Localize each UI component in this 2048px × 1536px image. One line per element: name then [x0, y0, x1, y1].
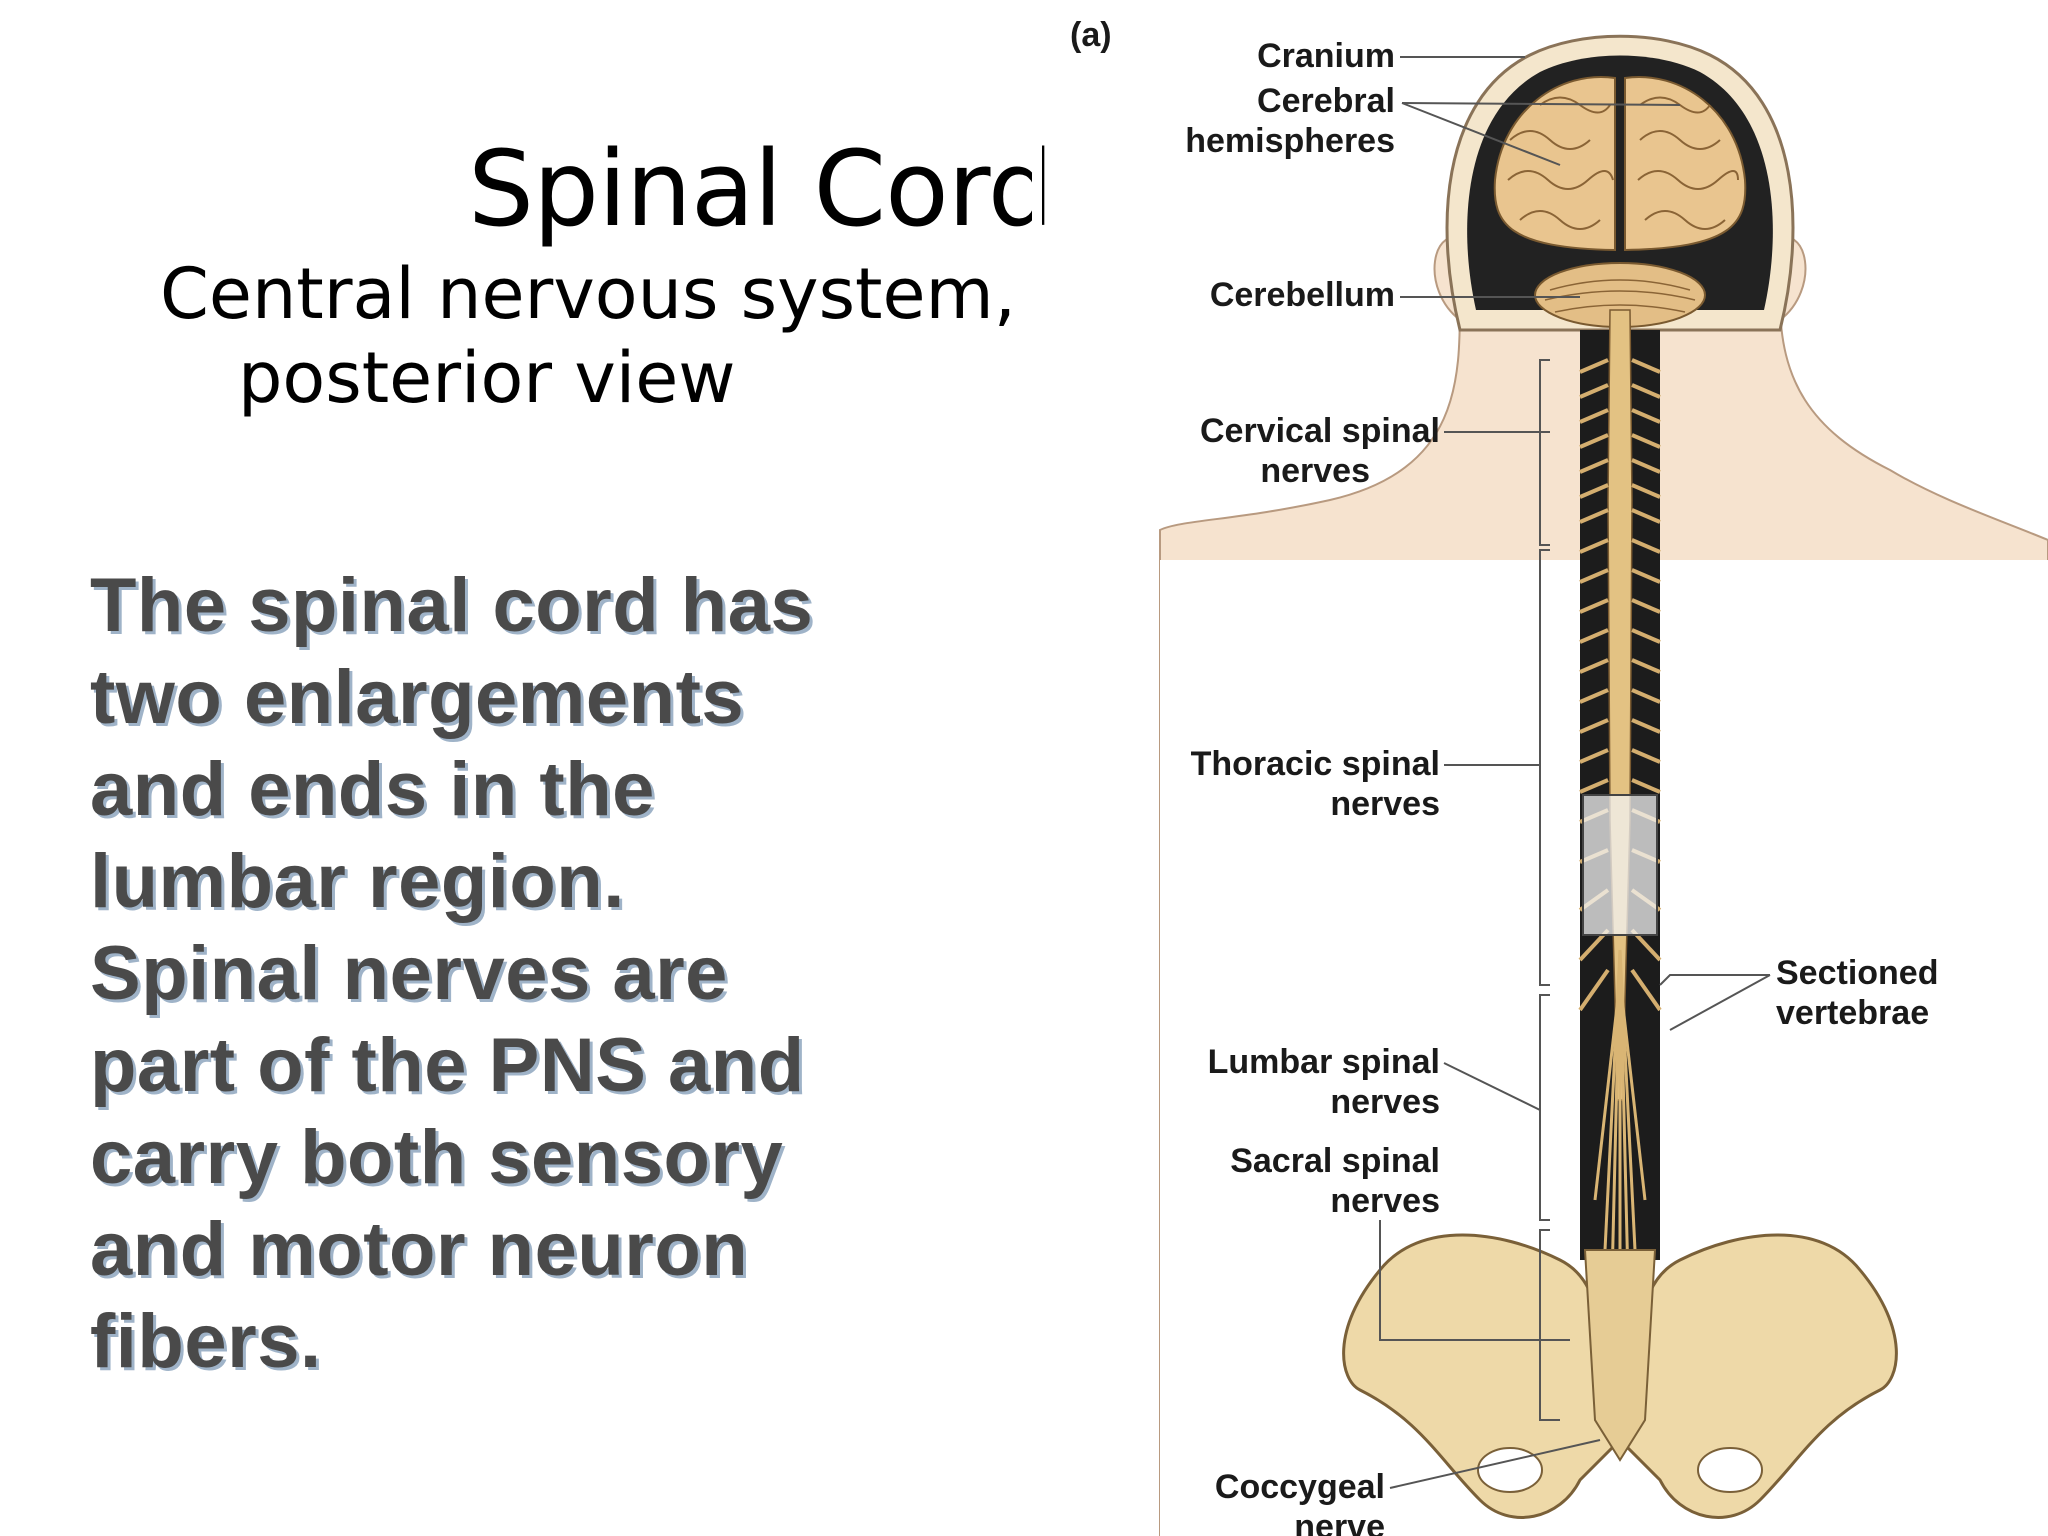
- body-line: and motor neuron: [90, 1207, 749, 1292]
- slide-subtitle: Central nervous system, posterior view: [160, 252, 1016, 420]
- right-hemisphere: [1624, 76, 1747, 252]
- body-line: two enlargements: [90, 655, 745, 740]
- body-line: lumbar region.: [90, 839, 625, 924]
- leader-lines: [1379, 56, 1771, 1489]
- label-lumbar: Lumbar spinal: [1208, 1043, 1440, 1081]
- label-vertebrae: vertebrae: [1776, 994, 1929, 1032]
- label-cervical: Cervical spinal: [1200, 412, 1440, 450]
- label-sectioned: Sectioned: [1776, 954, 1938, 992]
- brain-gyri: [1507, 96, 1739, 230]
- slide-title: Spinal Cord: [468, 128, 1054, 250]
- label-cerebellum: Cerebellum: [1210, 276, 1395, 314]
- label-hemispheres: hemispheres: [1185, 122, 1395, 160]
- body-paragraph: The spinal cord has two enlargements and…: [90, 560, 930, 1388]
- label-lumbar-nerves: nerves: [1330, 1083, 1440, 1121]
- body-line: and ends in the: [90, 747, 655, 832]
- body-line: carry both sensory: [90, 1115, 784, 1200]
- panel-label: (a): [1070, 16, 1112, 54]
- right-obturator-foramen: [1697, 1447, 1763, 1493]
- title-clip-mask: [1032, 120, 1042, 260]
- label-sacral: Sacral spinal: [1230, 1142, 1440, 1180]
- subtitle-line-2: posterior view: [238, 337, 736, 419]
- label-sacral-nerves: nerves: [1330, 1182, 1440, 1220]
- body-line: Spinal nerves are: [90, 931, 728, 1016]
- left-obturator-foramen: [1477, 1447, 1543, 1493]
- sacrum: [1583, 1249, 1657, 1462]
- label-thoracic-nerves: nerves: [1330, 785, 1440, 823]
- body-line: part of the PNS and: [90, 1023, 805, 1108]
- subtitle-line-1: Central nervous system,: [160, 253, 1016, 335]
- label-thoracic: Thoracic spinal: [1191, 745, 1440, 783]
- body-line: fibers.: [90, 1299, 322, 1384]
- anatomy-illustration: (a) Cranium Cerebral hemispheres Cerebel…: [1070, 16, 2048, 1536]
- label-coccygeal: Coccygeal: [1215, 1468, 1385, 1506]
- sectioned-vertebrae-box: [1582, 794, 1658, 936]
- label-cranium: Cranium: [1257, 37, 1395, 75]
- label-cervical-nerves: nerves: [1260, 452, 1370, 490]
- label-cerebral: Cerebral: [1257, 82, 1395, 120]
- label-coccygeal-nerve: nerve: [1294, 1508, 1385, 1536]
- body-line: The spinal cord has: [90, 563, 814, 648]
- spinal-cord-figure: (a) Cranium Cerebral hemispheres Cerebel…: [1040, 0, 2048, 1536]
